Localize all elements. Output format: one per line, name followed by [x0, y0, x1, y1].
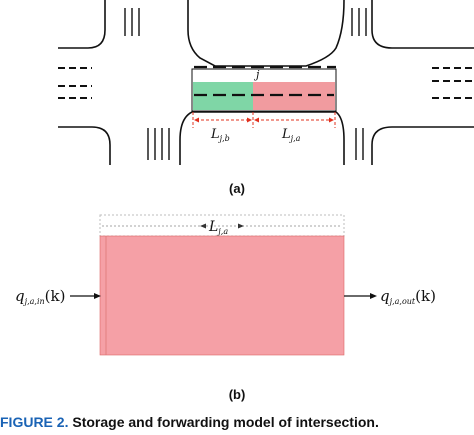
panel-b-label: (b): [229, 387, 246, 402]
lane-stubs-bottom-right: [355, 128, 364, 160]
caption-text: Storage and forwarding model of intersec…: [72, 414, 379, 430]
outflow-label: qj,a,out(k): [380, 287, 436, 306]
link-outline: [191, 68, 337, 112]
intersection-diagram: [58, 0, 474, 165]
storage-length-arrowhead-left: [200, 223, 206, 229]
lane-stubs-top-left: [124, 8, 140, 36]
road-edge-center-top: [187, 0, 345, 67]
road-edge-top-right: [371, 0, 474, 49]
lane-dashes-right: [432, 67, 474, 99]
storage-box-header: [99, 214, 345, 237]
outflow-arrowhead: [370, 293, 377, 299]
inflow-arrowhead: [94, 293, 101, 299]
lane-stubs-top-right: [351, 8, 367, 36]
dimension-arrowheads-a: [194, 117, 334, 123]
arrowhead-out-left: [254, 117, 259, 123]
lane-stubs-bottom-left: [147, 128, 170, 160]
storage-box: [99, 235, 345, 356]
storage-length-label: Lj,a: [208, 219, 228, 236]
road-edge-center-bottom: [179, 111, 345, 165]
arrowhead-out-right: [329, 117, 334, 123]
lane-dashes-left: [58, 67, 92, 99]
figure-caption: FIGURE 2. Storage and forwarding model o…: [0, 414, 379, 430]
arrowhead-in-left: [194, 117, 199, 123]
road-edge-top-left: [58, 0, 106, 49]
inflow-label: qj,a,in(k): [15, 287, 65, 306]
road-edge-bottom-right: [371, 126, 474, 165]
lane-marker-j: j: [253, 68, 260, 81]
length-in-label: Lj,b: [210, 127, 230, 143]
storage-length-arrowhead-right: [238, 223, 244, 229]
road-edge-bottom-left: [58, 126, 111, 165]
figure-label: FIGURE 2.: [0, 414, 69, 430]
arrowhead-in-right: [247, 117, 252, 123]
panel-a-label: (a): [229, 181, 245, 196]
length-out-label: Lj,a: [281, 127, 301, 143]
dimension-arrows-a: [192, 112, 336, 128]
